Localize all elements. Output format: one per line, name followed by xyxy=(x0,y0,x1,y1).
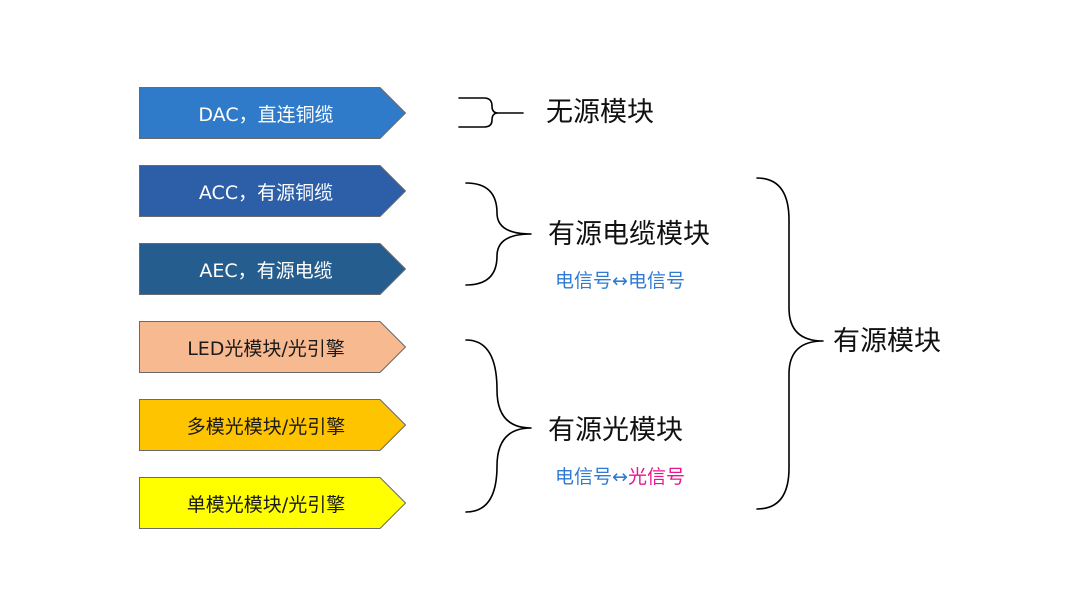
chevron-shape xyxy=(139,87,406,139)
chevron-label: AEC，有源电缆 xyxy=(199,259,333,282)
signal-optical: 光信号 xyxy=(627,466,685,488)
bracket-active-cable xyxy=(465,182,532,286)
signal-electric: 电信号 xyxy=(627,270,685,292)
signal-electric: 电信号 xyxy=(555,466,613,488)
chevron-singlemode-optical: 单模光模块/光引擎 xyxy=(139,477,406,529)
group-label-active-optical: 有源光模块 xyxy=(548,415,683,446)
signal-arrow: ↔ xyxy=(612,466,628,488)
chevron-shape xyxy=(139,477,406,529)
chevron-label: ACC，有源铜缆 xyxy=(198,181,334,204)
signal-caption-cable: 电信号↔电信号 xyxy=(555,272,685,291)
chevron-dac: DAC，直连铜缆 xyxy=(139,87,406,139)
group-label-passive: 无源模块 xyxy=(546,97,654,128)
bracket-passive xyxy=(458,97,524,128)
group-label-active-all: 有源模块 xyxy=(833,326,941,357)
chevron-aec: AEC，有源电缆 xyxy=(139,243,406,295)
signal-arrow: ↔ xyxy=(612,270,628,292)
chevron-shape xyxy=(139,321,406,373)
chevron-label: 单模光模块/光引擎 xyxy=(186,493,346,516)
chevron-label: 多模光模块/光引擎 xyxy=(186,415,346,438)
chevron-shape xyxy=(139,243,406,295)
signal-caption-optical: 电信号↔光信号 xyxy=(555,468,685,487)
chevron-shape xyxy=(139,399,406,451)
chevron-label: LED光模块/光引擎 xyxy=(187,337,345,360)
chevron-multimode-optical: 多模光模块/光引擎 xyxy=(139,399,406,451)
chevron-label: DAC，直连铜缆 xyxy=(198,103,334,126)
chevron-acc: ACC，有源铜缆 xyxy=(139,165,406,217)
group-label-active-cable: 有源电缆模块 xyxy=(548,219,710,250)
signal-electric: 电信号 xyxy=(555,270,613,292)
chevron-shape xyxy=(139,165,406,217)
bracket-active-all xyxy=(756,177,824,510)
chevron-led-optical: LED光模块/光引擎 xyxy=(139,321,406,373)
bracket-active-optical xyxy=(465,339,532,513)
